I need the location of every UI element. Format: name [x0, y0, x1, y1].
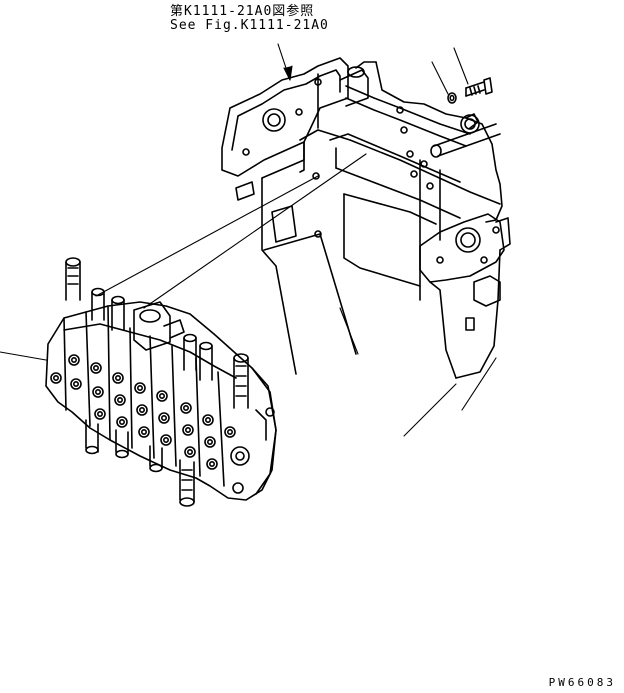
bolt: [466, 78, 492, 96]
reference-note-english: See Fig.K1111-21A0: [170, 18, 329, 33]
callout-lines: [0, 44, 496, 436]
control-valve: [46, 258, 276, 506]
drawing-code: PW66083: [548, 676, 616, 689]
washer: [448, 93, 456, 103]
mounting-bracket: [222, 58, 510, 378]
reference-note-japanese: 第K1111-21A0図参照: [170, 4, 315, 19]
